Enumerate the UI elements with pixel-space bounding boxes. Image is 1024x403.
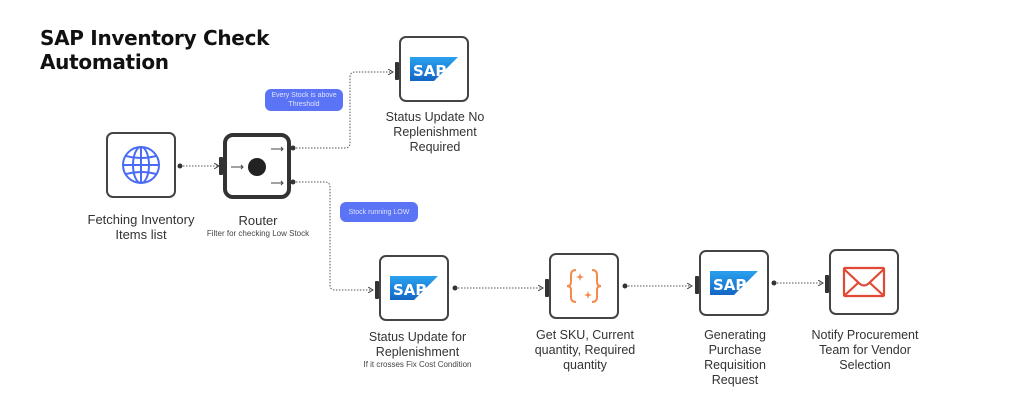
sap-logo-icon: SAP — [410, 57, 458, 81]
node-router[interactable] — [219, 133, 291, 199]
node-get-sku[interactable] — [545, 253, 619, 319]
port-in-status-no — [395, 62, 399, 80]
port-out-fetch — [177, 163, 183, 169]
title-line-2: Automation — [40, 50, 169, 74]
label-generate-pr: Generating Purchase Requisition Request — [704, 328, 766, 387]
title-line-1: SAP Inventory Check — [40, 26, 270, 50]
sap-logo-icon: SAP — [710, 271, 758, 295]
label-status-for: Status Update for Replenishment If it cr… — [350, 330, 485, 370]
wire-router-status-no — [293, 72, 393, 149]
port-in-sku — [545, 279, 549, 297]
port-out-router-top — [290, 145, 296, 151]
node-fetch-inventory[interactable] — [106, 132, 176, 198]
svg-text:SAP: SAP — [413, 62, 446, 80]
email-icon — [842, 266, 886, 298]
port-out-status-for — [452, 285, 458, 291]
label-get-sku: Get SKU, Current quantity, Required quan… — [534, 328, 636, 372]
code-braces-icon — [566, 269, 602, 303]
port-in-status-for — [375, 281, 379, 299]
label-fetch: Fetching Inventory Items list — [87, 212, 195, 242]
label-status-no: Status Update No Replenishment Required — [385, 110, 485, 154]
port-in-pr — [695, 276, 699, 294]
filter-above-threshold[interactable]: Every Stock is above Threshold — [265, 89, 343, 111]
svg-text:SAP: SAP — [713, 276, 746, 294]
status-for-sublabel: If it crosses Fix Cost Condition — [363, 360, 472, 369]
port-in-router — [219, 157, 223, 175]
wire-router-status-for — [293, 181, 373, 290]
router-sublabel: Filter for checking Low Stock — [206, 229, 310, 238]
node-notify-procurement[interactable] — [825, 249, 899, 315]
globe-icon — [122, 146, 160, 184]
filter-stock-low[interactable]: Stock running LOW — [340, 202, 418, 222]
page-title: SAP Inventory Check Automation — [40, 26, 269, 74]
sap-logo-icon: SAP — [390, 276, 438, 300]
node-status-no-replenishment[interactable]: SAP — [395, 36, 469, 102]
label-router: Router Filter for checking Low Stock — [205, 213, 311, 239]
node-generate-pr[interactable]: SAP — [695, 250, 769, 316]
router-title: Router — [238, 213, 278, 228]
svg-text:SAP: SAP — [393, 281, 426, 299]
router-icon — [231, 146, 284, 186]
port-out-pr — [771, 280, 777, 286]
port-in-notify — [825, 275, 829, 293]
port-out-router-bottom — [290, 179, 296, 185]
node-status-for-replenishment[interactable]: SAP — [375, 255, 449, 321]
status-for-title: Status Update for Replenishment — [368, 330, 467, 359]
port-out-sku — [622, 283, 628, 289]
label-notify: Notify Procurement Team for Vendor Selec… — [811, 328, 919, 372]
